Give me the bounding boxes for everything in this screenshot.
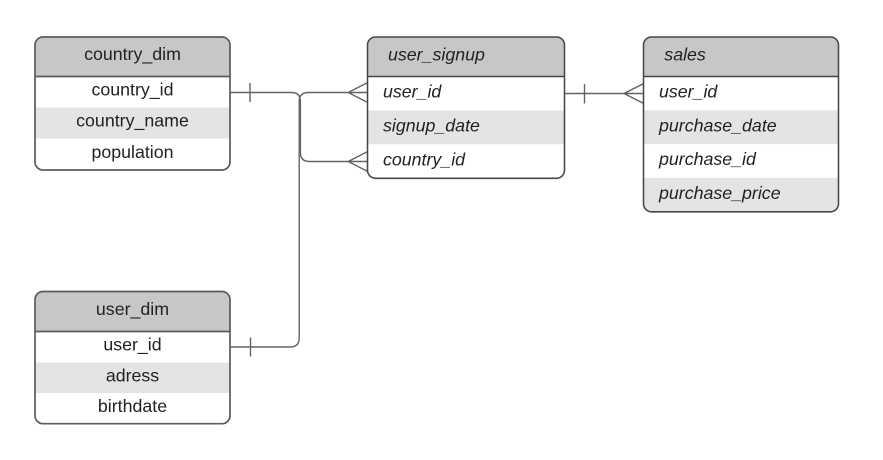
svg-text:country_dim: country_dim: [84, 44, 181, 65]
svg-text:adress: adress: [106, 365, 159, 385]
svg-text:country_id: country_id: [91, 80, 173, 101]
svg-text:user_id: user_id: [659, 82, 718, 102]
svg-text:user_id: user_id: [383, 82, 442, 102]
svg-text:purchase_price: purchase_price: [658, 183, 781, 203]
svg-text:user_signup: user_signup: [388, 45, 485, 65]
svg-text:user_dim: user_dim: [96, 299, 169, 320]
svg-text:user_id: user_id: [103, 335, 161, 356]
svg-text:sales: sales: [664, 45, 706, 65]
svg-text:signup_date: signup_date: [383, 116, 480, 136]
svg-text:birthdate: birthdate: [98, 396, 167, 416]
svg-text:population: population: [91, 142, 173, 162]
svg-text:country_id: country_id: [383, 150, 466, 170]
svg-text:purchase_id: purchase_id: [658, 149, 757, 169]
svg-text:purchase_date: purchase_date: [658, 115, 777, 135]
svg-text:country_name: country_name: [76, 111, 189, 132]
